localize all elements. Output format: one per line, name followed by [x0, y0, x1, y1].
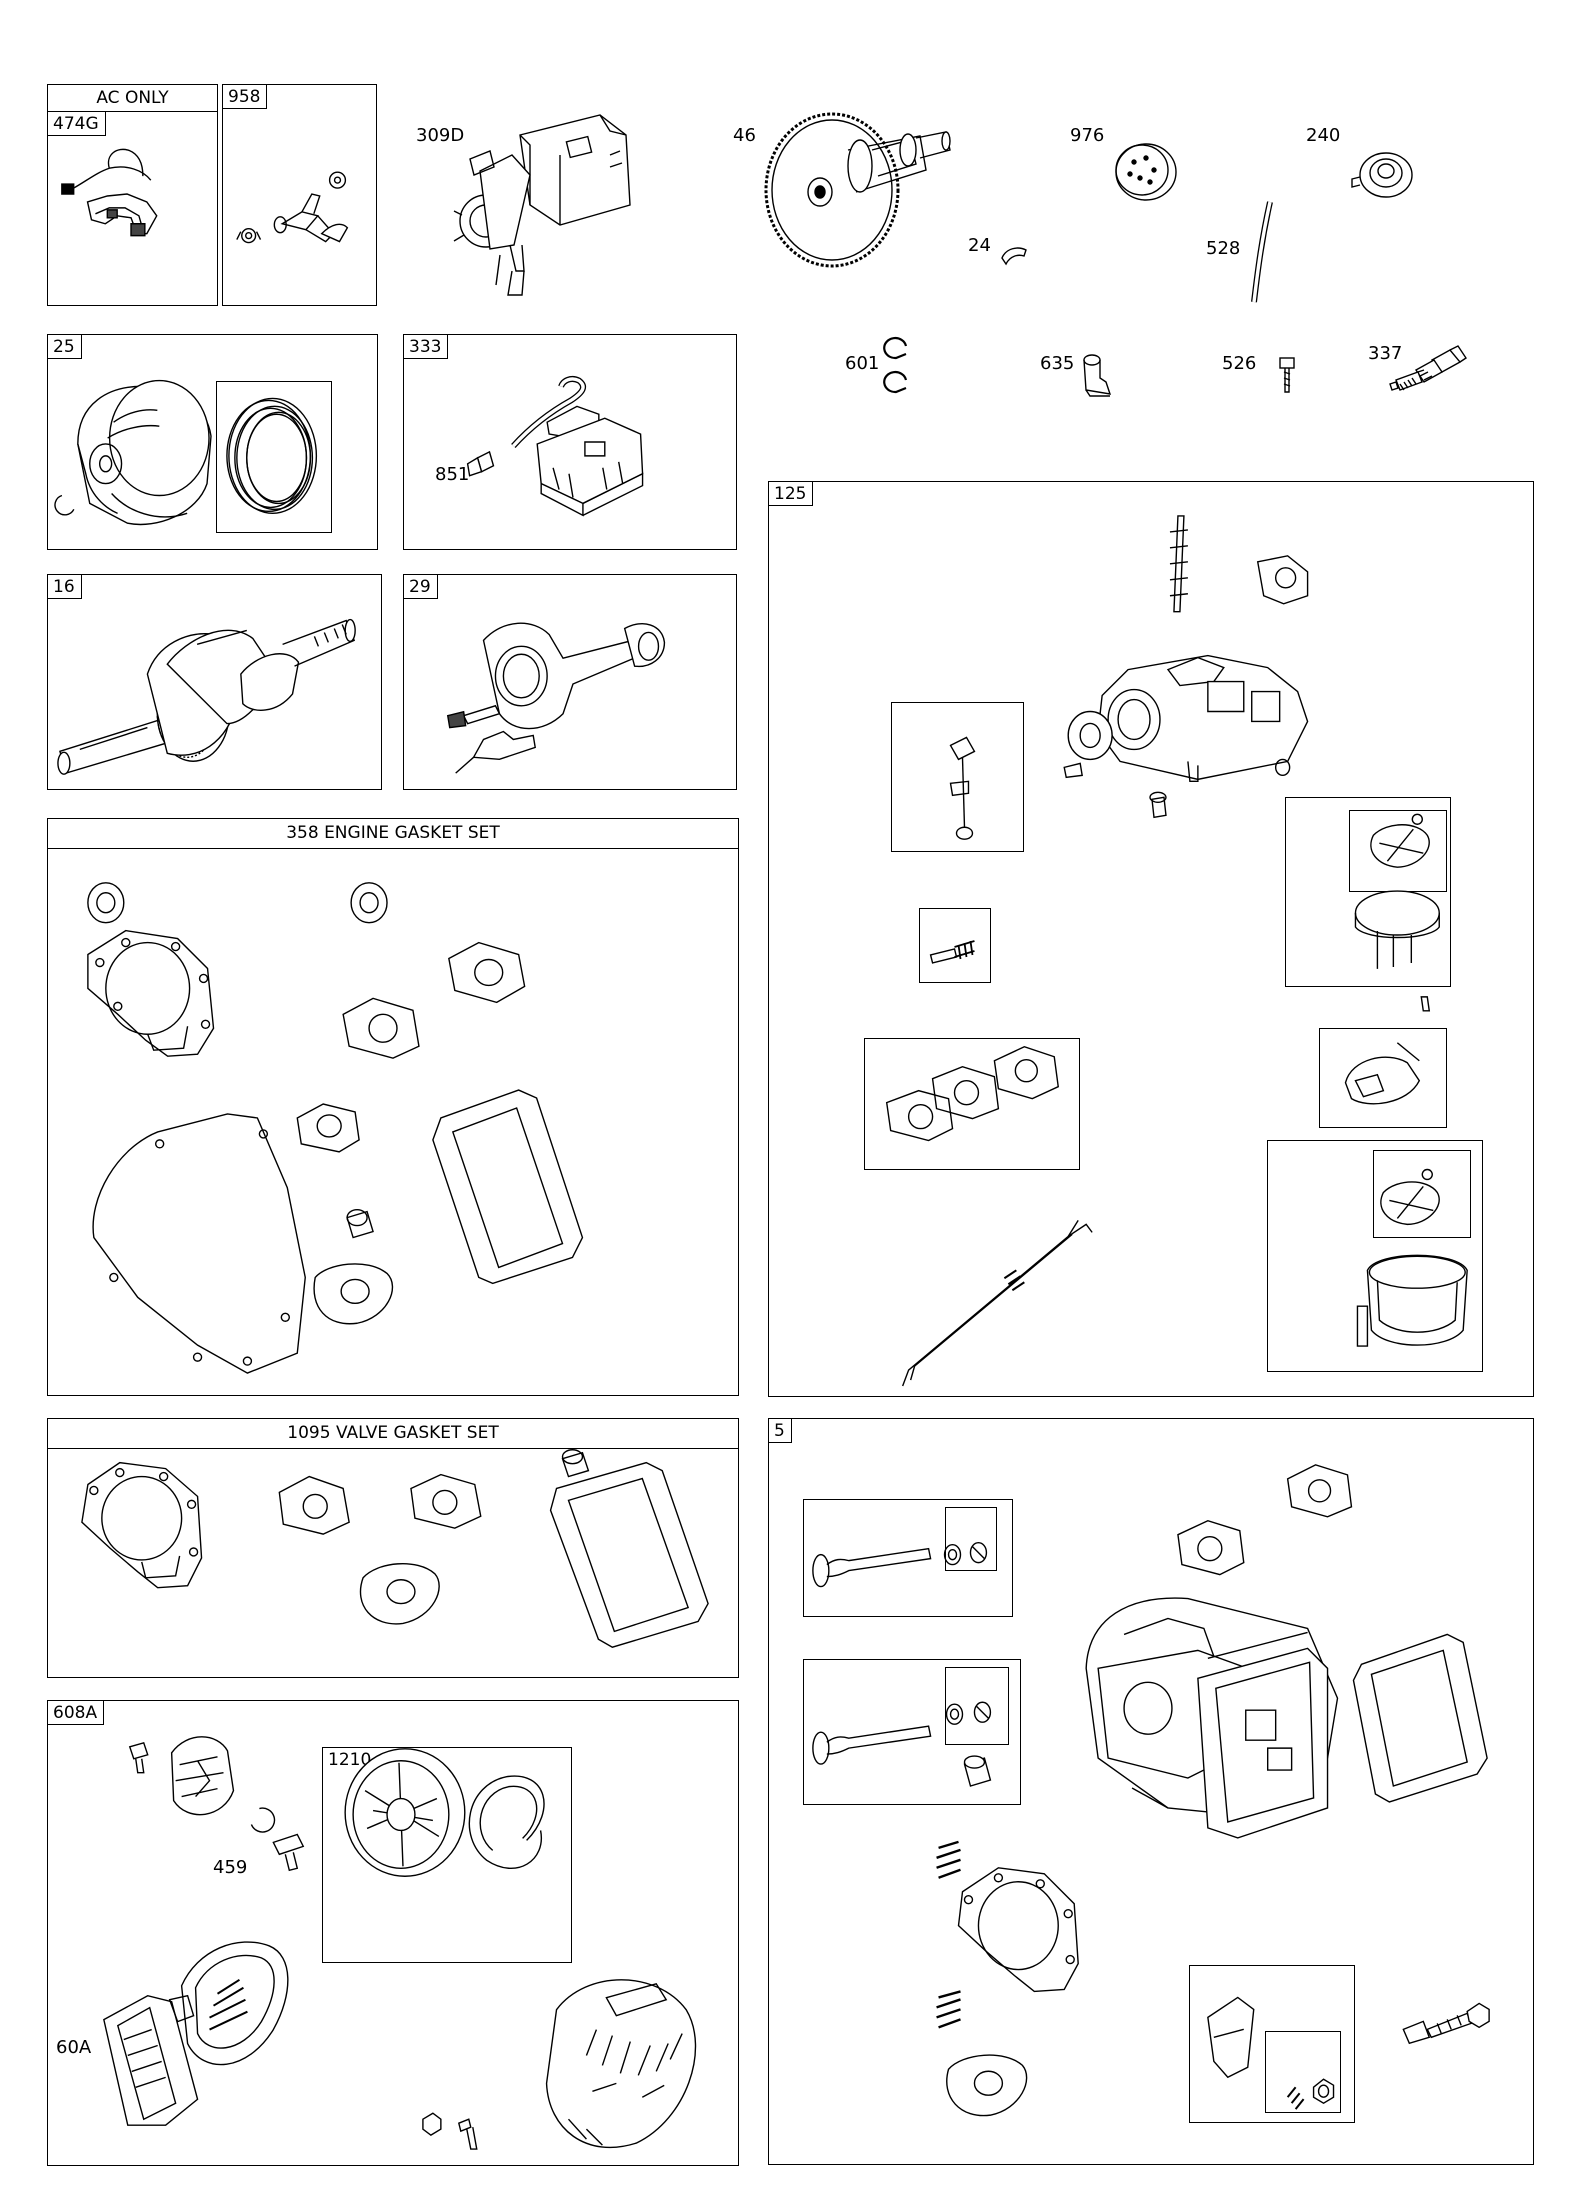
part-number-1210: 1210 [328, 1750, 372, 1770]
intake-valve-subbox [803, 1499, 1013, 1617]
diaphragm-kit-subbox [1285, 797, 1451, 987]
spark-plug-drawing [1389, 345, 1467, 391]
part-number-608a: 608A [48, 1701, 105, 1725]
screw-drawing [1279, 357, 1295, 393]
carb-gaskets-subbox [864, 1038, 1080, 1170]
part-box-16: 16 [47, 574, 382, 790]
part-box-474g: AC ONLY 474G [47, 84, 218, 306]
box-header-1095: 1095 VALVE GASKET SET [48, 1419, 738, 1449]
exhaust-valve-inner-subbox [945, 1667, 1009, 1745]
oil-fill-cap-drawing [1351, 152, 1413, 198]
part-box-1095-valve-gasket-set: 1095 VALVE GASKET SET [47, 1418, 739, 1678]
fuel-hose-drawing [1251, 201, 1273, 303]
part-number-528: 528 [1206, 238, 1241, 259]
valve-gaskets-drawing [48, 1419, 738, 1677]
part-number-459: 459 [213, 1857, 248, 1878]
part-number-24: 24 [968, 235, 991, 256]
exhaust-valve-subbox [803, 1659, 1021, 1805]
piston-rings-subbox [216, 381, 332, 533]
fuel-bowl-inner-subbox [1373, 1150, 1471, 1238]
part-number-851: 851 [435, 464, 470, 485]
part-number-337: 337 [1368, 343, 1403, 364]
crankshaft-drawing [48, 575, 381, 789]
cylinder-head-assembly-drawing [769, 1419, 1533, 2164]
part-number-29: 29 [404, 575, 438, 599]
part-number-16: 16 [48, 575, 82, 599]
fuel-fitting-drawing [1083, 354, 1112, 397]
box-header-ac-only: AC ONLY [48, 85, 217, 112]
piston-and-rings-drawing [48, 335, 377, 549]
flywheel-key-drawing [1001, 247, 1027, 266]
part-number-635: 635 [1040, 353, 1075, 374]
rocker-nut-inner-subbox [1265, 2031, 1341, 2113]
recoil-starter-drawing [48, 1701, 738, 2165]
part-number-60a: 60A [56, 2037, 92, 2058]
camshaft-gear-drawing [764, 112, 951, 268]
carburetor-assembly-drawing [769, 482, 1533, 1396]
part-number-125: 125 [769, 482, 814, 506]
starter-motor-drawing [453, 114, 631, 296]
part-number-46: 46 [733, 125, 756, 146]
part-number-976: 976 [1070, 125, 1105, 146]
part-number-958: 958 [223, 85, 268, 109]
part-box-5-cylinder-head: 5 [768, 1418, 1534, 2165]
pulley-spring-subbox-1210: 1210 [322, 1747, 572, 1963]
fuel-line-clamp-fitting-drawing [223, 85, 376, 305]
engine-gaskets-drawing [48, 819, 738, 1395]
hose-clamps-drawing [883, 336, 908, 394]
part-number-5: 5 [769, 1419, 792, 1443]
ignition-armature-drawing [404, 335, 736, 549]
part-box-608a-recoil-starter: 608A 459 60A 1210 [47, 1700, 739, 2166]
part-box-29: 29 [403, 574, 737, 790]
part-number-240: 240 [1306, 125, 1341, 146]
fuel-bowl-kit-subbox [1267, 1140, 1483, 1372]
part-number-526: 526 [1222, 353, 1257, 374]
rocker-arm-subbox [1189, 1965, 1355, 2123]
connecting-rod-drawing [404, 575, 736, 789]
part-number-309d: 309D [416, 125, 465, 146]
mixture-screw-subbox [919, 908, 991, 983]
part-box-958: 958 [222, 84, 377, 306]
box-header-358: 358 ENGINE GASKET SET [48, 819, 738, 849]
choke-shaft-subbox [891, 702, 1024, 852]
intake-valve-inner-subbox [945, 1507, 997, 1571]
part-number-474g: 474G [48, 112, 106, 136]
part-box-25: 25 [47, 334, 378, 550]
breather-cover-drawing [1115, 143, 1177, 201]
part-box-358-engine-gasket-set: 358 ENGINE GASKET SET [47, 818, 739, 1396]
float-bowl-subbox [1319, 1028, 1447, 1128]
stator-wire-harness-drawing [48, 85, 217, 305]
part-box-125-carburetor: 125 [768, 481, 1534, 1397]
part-number-601: 601 [845, 353, 880, 374]
part-number-333: 333 [404, 335, 449, 359]
part-box-333: 333 851 [403, 334, 737, 550]
part-number-25: 25 [48, 335, 82, 359]
